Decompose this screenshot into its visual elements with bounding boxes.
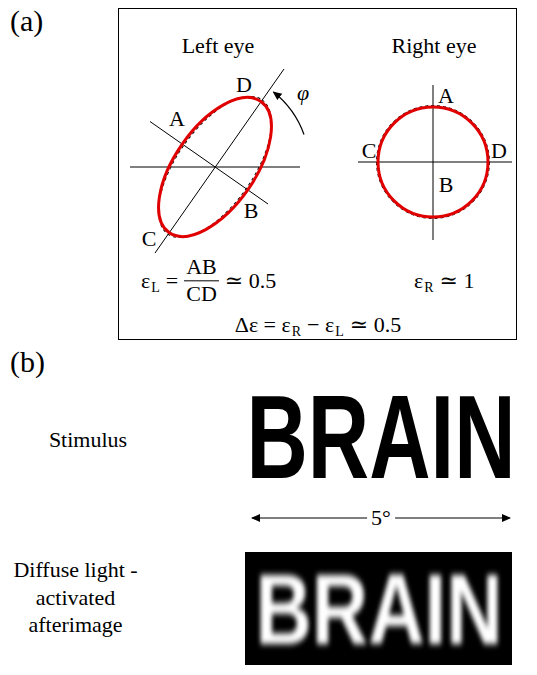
- afterimage-text: BRAIN: [255, 559, 502, 659]
- angle-symbol: φ: [297, 81, 309, 105]
- axis-letter: B: [439, 173, 454, 197]
- panel-label: (b): [10, 345, 45, 378]
- subscript: R: [292, 324, 301, 339]
- subscript: L: [151, 280, 160, 295]
- axis-letter: B: [244, 199, 259, 223]
- denominator: CD: [186, 282, 217, 307]
- subscript: R: [424, 280, 433, 295]
- formula: εR ≃ 1: [414, 269, 475, 293]
- formula-text: ε: [141, 269, 150, 293]
- axis-letter: D: [236, 73, 252, 97]
- formula-text: ε: [414, 269, 423, 293]
- eye-title: Left eye: [182, 34, 255, 58]
- formula-text: =: [166, 269, 178, 293]
- dimension-label: 5°: [367, 506, 395, 530]
- row-label: Diffuse light - activated afterimage: [8, 556, 143, 639]
- axis-letter: A: [169, 107, 185, 131]
- numerator: AB: [184, 255, 219, 281]
- axis-letter: C: [362, 139, 377, 163]
- formula-text: ≃ 0.5: [350, 313, 401, 337]
- formula-text: ≃ 0.5: [225, 269, 276, 293]
- fraction: ABCD: [184, 255, 219, 306]
- formula-text: Δε = ε: [235, 313, 291, 337]
- axis-letter: D: [491, 139, 507, 163]
- axis-letter: A: [438, 84, 454, 108]
- row-label: Stimulus: [49, 428, 127, 452]
- panel-label: (a): [10, 4, 43, 37]
- stimulus-word: BRAIN: [246, 378, 515, 496]
- subscript: L: [335, 324, 344, 339]
- afterimage-box: BRAIN: [245, 552, 512, 665]
- formula: εL=ABCD≃ 0.5: [141, 255, 276, 306]
- formula-text: − ε: [307, 313, 334, 337]
- panel-frame: Left eyeRight eyeADφBCACDBεL=ABCD≃ 0.5εR…: [118, 8, 517, 340]
- axis-letter: C: [142, 227, 157, 251]
- eye-title: Right eye: [392, 34, 477, 58]
- formula-text: ≃ 1: [440, 269, 475, 293]
- formula: Δε = εR − εL ≃ 0.5: [235, 313, 402, 337]
